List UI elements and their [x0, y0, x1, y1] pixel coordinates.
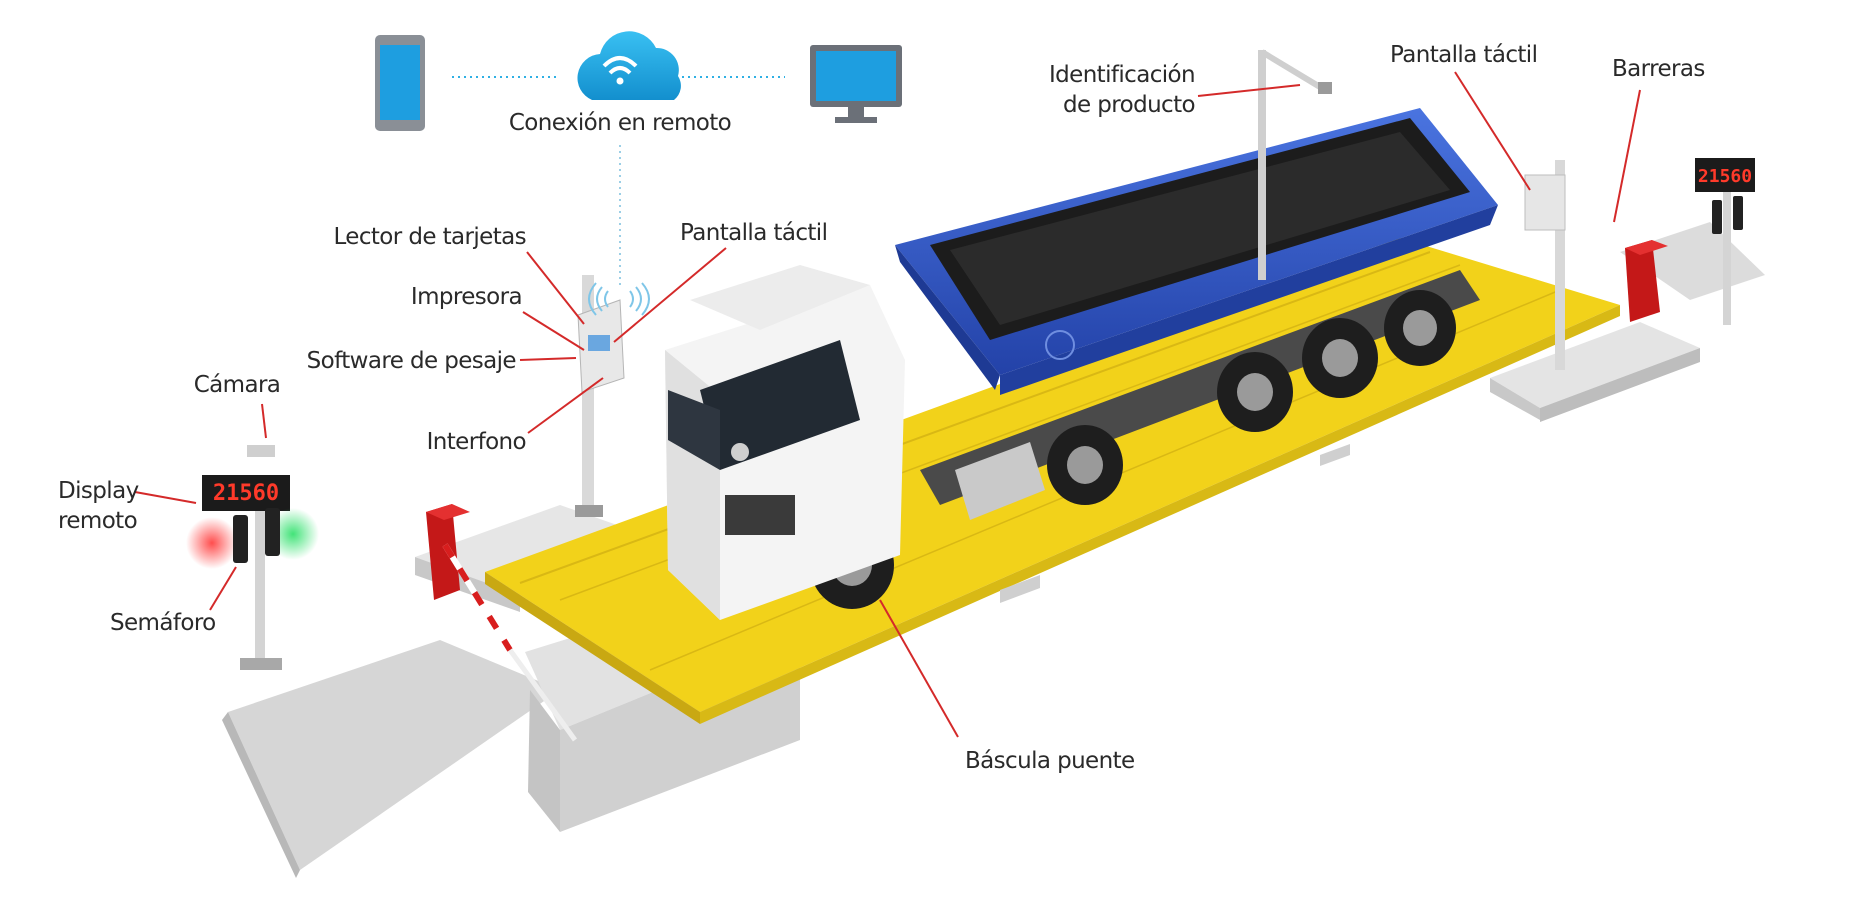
label-traffic-light: Semáforo: [110, 610, 216, 636]
truck: [665, 108, 1498, 620]
label-product-id-line2: de producto: [1063, 92, 1196, 118]
label-product-id-line1: Identificación: [1048, 62, 1196, 88]
display-left-value: 21560: [213, 481, 279, 506]
barrier-right: [1258, 49, 1668, 370]
label-touch-screen-right: Pantalla táctil: [1390, 42, 1538, 68]
label-remote-display-line1: Display: [58, 478, 139, 504]
wifi-signal-icon: [588, 282, 650, 316]
label-printer: Impresora: [410, 284, 523, 310]
display-post-right: 21560: [1695, 158, 1755, 325]
phone-icon: [375, 35, 425, 131]
label-camera: Cámara: [193, 372, 281, 398]
label-remote-connection: Conexión en remoto: [508, 110, 732, 136]
label-intercom: Interfono: [426, 429, 527, 455]
label-remote-display-line2: remoto: [58, 508, 138, 534]
label-barriers: Barreras: [1612, 56, 1705, 82]
label-touch-screen-left: Pantalla táctil: [680, 220, 828, 246]
leader-lines: [134, 71, 1641, 738]
label-card-reader: Lector de tarjetas: [333, 224, 526, 250]
barrier-left: [426, 504, 578, 742]
label-weighing-software: Software de pesaje: [306, 348, 517, 374]
cloud-wifi-icon: [577, 31, 681, 101]
monitor-icon: [810, 45, 902, 123]
terminal-pillar: [575, 275, 625, 517]
label-weighbridge: Báscula puente: [965, 748, 1135, 774]
platform-supports: [1000, 444, 1350, 603]
display-right-value: 21560: [1698, 166, 1752, 187]
display-post-left: 21560: [186, 445, 319, 670]
